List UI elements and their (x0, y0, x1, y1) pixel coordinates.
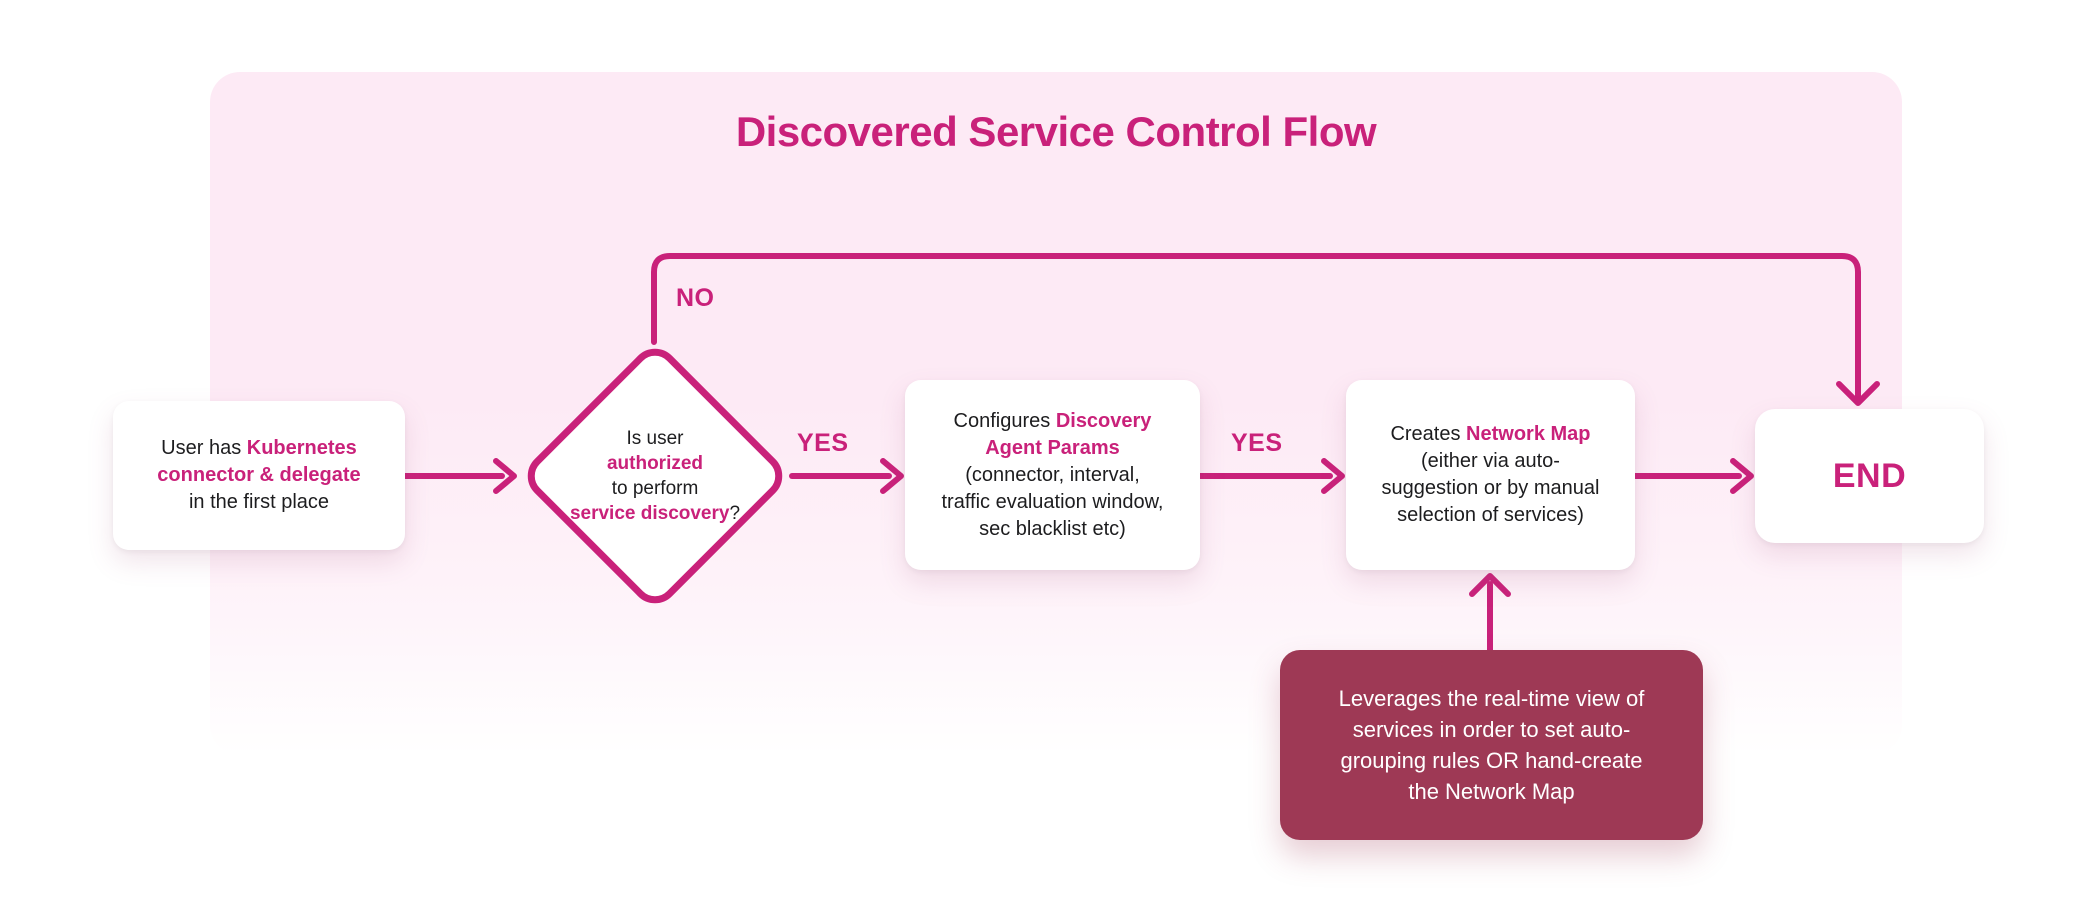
node-creates-text: Creates Network Map(either via auto-sugg… (1381, 423, 1600, 526)
node-end: END (1755, 409, 1984, 543)
node-creates-network-map: Creates Network Map(either via auto-sugg… (1346, 380, 1635, 570)
edge-label-yes-2: YES (1231, 429, 1283, 457)
edge-label-yes-1: YES (797, 429, 849, 457)
edge-label-no: NO (676, 284, 715, 312)
diagram-title: Discovered Service Control Flow (735, 108, 1377, 155)
end-label: END (1832, 456, 1907, 495)
